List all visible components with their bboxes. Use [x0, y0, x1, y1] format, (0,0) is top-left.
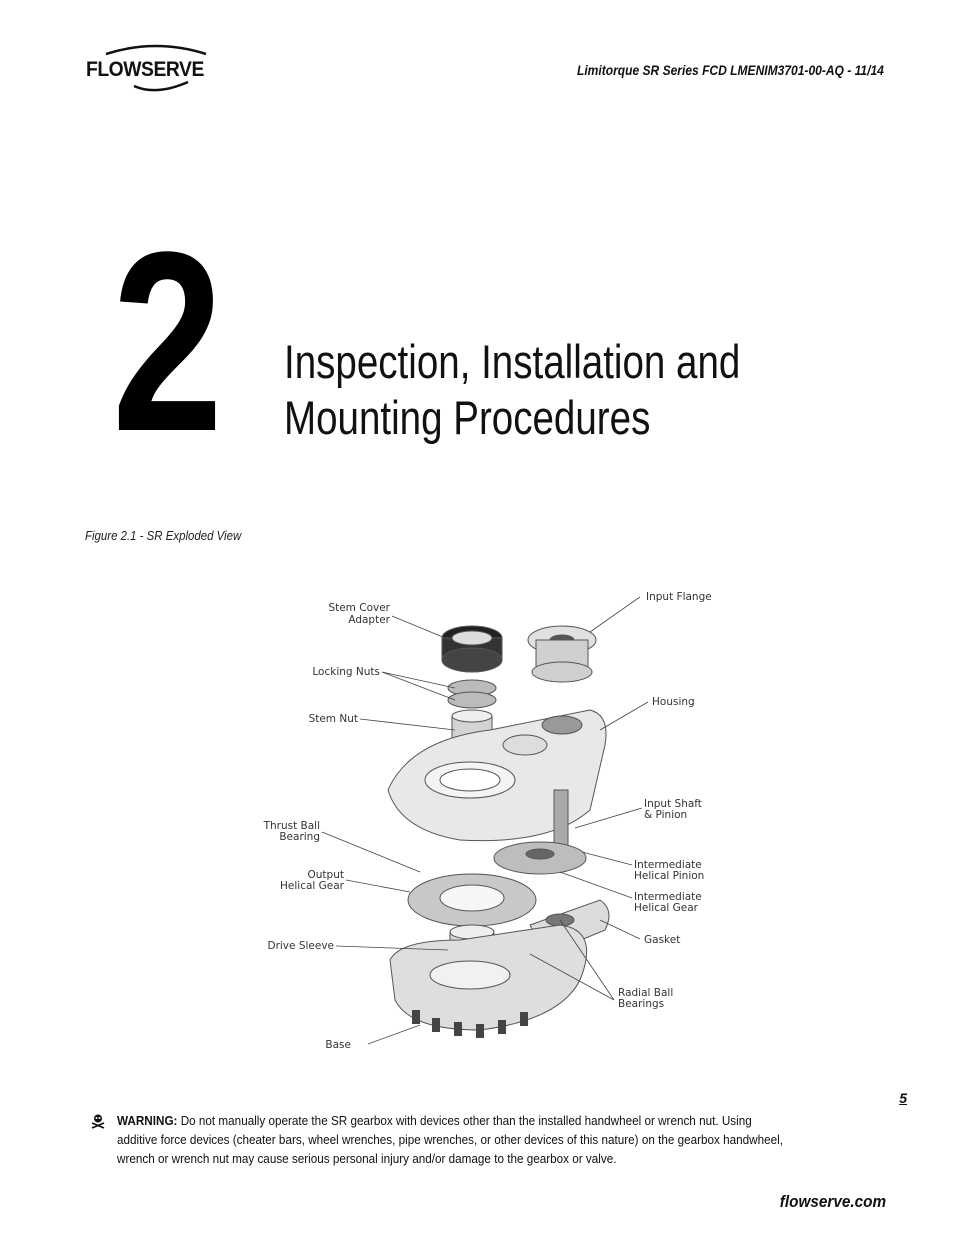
callout-output-helical-gear-1: Output — [308, 869, 344, 881]
warning-text-line-1: Do not manually operate the SR gearbox w… — [177, 1113, 752, 1128]
warning-text-line-2: additive force devices (cheater bars, wh… — [117, 1132, 783, 1147]
logo-wordmark: FLOWSERVE — [86, 58, 204, 81]
chapter-title-line-2: Mounting Procedures — [284, 391, 651, 444]
callout-stem-nut: Stem Nut — [309, 713, 358, 725]
document-reference: Limitorque SR Series FCD LMENIM3701-00-A… — [577, 62, 884, 78]
page-number: 5 — [899, 1090, 907, 1106]
logo-swoosh-icon — [105, 44, 207, 92]
skull-crossbones-icon — [91, 1114, 105, 1129]
callout-thrust-ball-bearing-1: Thrust Ball — [263, 820, 320, 832]
chapter-title-line-1: Inspection, Installation and — [284, 335, 741, 388]
callout-intermediate-helical-gear-1: Intermediate — [634, 891, 702, 903]
callout-drive-sleeve: Drive Sleeve — [267, 940, 334, 952]
chapter-number: 2 — [112, 199, 224, 485]
callout-input-shaft-pinion-2: & Pinion — [644, 809, 687, 821]
exploded-view-figure: Stem Cover Adapter Locking Nuts Stem Nut… — [260, 580, 730, 1060]
callout-stem-cover-adapter-2: Adapter — [348, 614, 390, 626]
callout-input-flange: Input Flange — [646, 591, 712, 603]
chapter-title: Inspection, Installation and Mounting Pr… — [284, 334, 740, 446]
footer-website-link[interactable]: flowserve.com — [779, 1192, 886, 1211]
flowserve-logo: FLOWSERVE — [86, 42, 226, 98]
callout-intermediate-helical-pinion-2: Helical Pinion — [634, 870, 704, 882]
callout-intermediate-helical-pinion-1: Intermediate — [634, 859, 702, 871]
callout-stem-cover-adapter-1: Stem Cover — [328, 602, 390, 614]
callout-output-helical-gear-2: Helical Gear — [280, 880, 345, 892]
callout-thrust-ball-bearing-2: Bearing — [279, 831, 320, 843]
warning-label: WARNING: — [117, 1113, 178, 1128]
callout-intermediate-helical-gear-2: Helical Gear — [634, 902, 699, 914]
figure-caption: Figure 2.1 - SR Exploded View — [85, 528, 242, 543]
gearbox-illustration: Stem Cover Adapter Locking Nuts Stem Nut… — [263, 591, 712, 1051]
callout-locking-nuts: Locking Nuts — [312, 666, 380, 678]
callout-housing: Housing — [652, 696, 695, 708]
callout-input-shaft-pinion-1: Input Shaft — [644, 798, 702, 810]
warning-notice: WARNING: Do not manually operate the SR … — [90, 1111, 820, 1168]
callout-base: Base — [325, 1039, 351, 1051]
warning-text-line-3: wrench or wrench nut may cause serious p… — [117, 1151, 617, 1166]
callout-gasket: Gasket — [644, 934, 680, 946]
callout-radial-ball-bearings-1: Radial Ball — [618, 987, 673, 999]
callout-radial-ball-bearings-2: Bearings — [618, 998, 664, 1010]
